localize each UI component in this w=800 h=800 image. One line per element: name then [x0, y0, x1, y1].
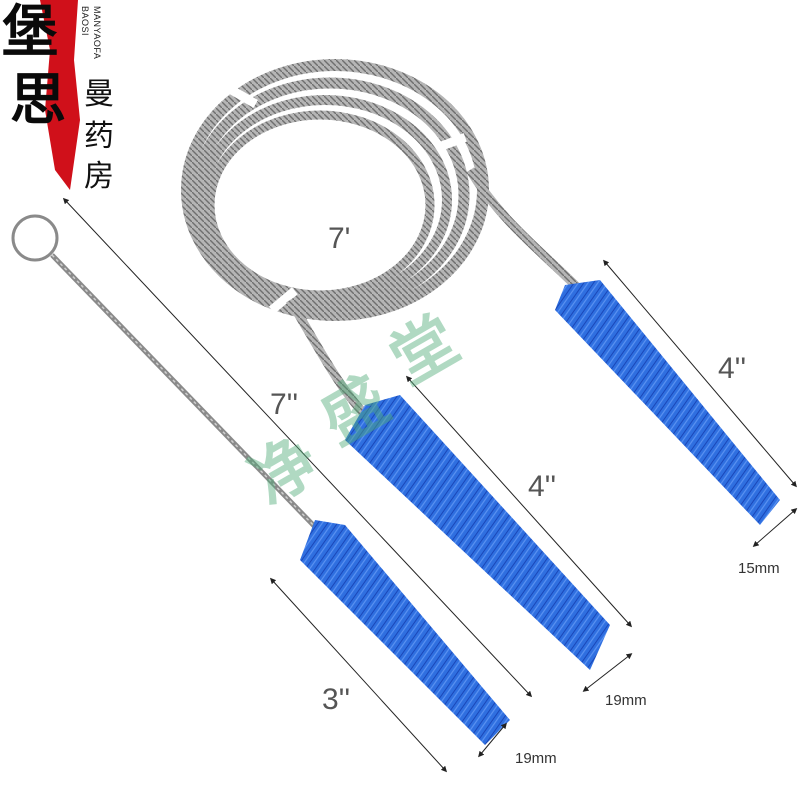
dimension-lines — [62, 197, 798, 773]
brand-en-1: MANYAOFA — [92, 6, 102, 60]
brand-char-big-2: 思 — [10, 67, 66, 133]
small-brush-total-length-label: 7'' — [270, 388, 299, 421]
right-brush-head-length-label: 4'' — [718, 352, 747, 385]
right-brush-diameter-label: 15mm — [738, 560, 780, 577]
small-brush-diameter-label: 19mm — [515, 750, 557, 767]
watermark-char-2: 盛 — [308, 363, 402, 460]
middle-brush-diameter-label: 19mm — [605, 692, 647, 709]
right-brush — [555, 280, 780, 525]
brand-logo: 堡 思 曼 药 房 MANYAOFA BAOSI — [0, 0, 125, 200]
brand-char-3: 房 — [84, 159, 114, 194]
watermark-char-1: 净 — [238, 423, 332, 520]
middle-brush-head-length-label: 4'' — [528, 470, 557, 503]
red-seal-brush-stroke — [40, 0, 80, 190]
brand-en-2: BAOSI — [80, 6, 90, 37]
brand-char-1: 曼 — [84, 77, 114, 112]
small-brush-head-length-label: 3'' — [322, 683, 351, 716]
tube-length-label: 7' — [328, 222, 351, 255]
brand-char-2: 药 — [84, 119, 114, 154]
brand-char-big-1: 堡 — [2, 0, 58, 65]
watermark-char-3: 堂 — [378, 303, 472, 400]
